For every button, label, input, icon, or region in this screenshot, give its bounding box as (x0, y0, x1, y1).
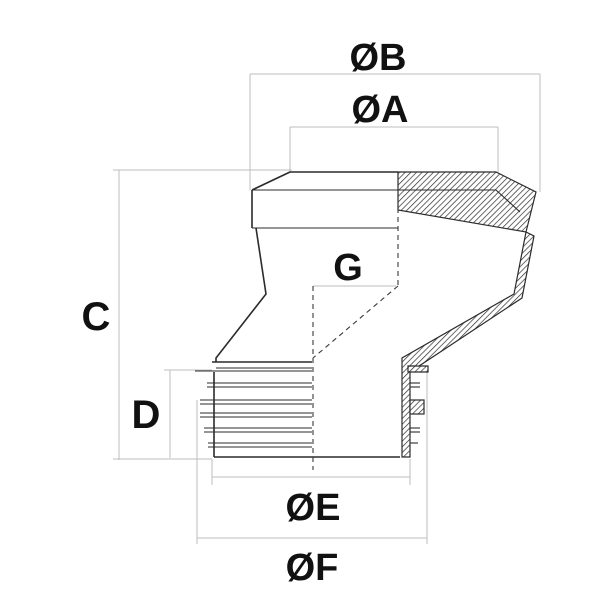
sealing-fins (195, 370, 312, 448)
seal-ring-section (409, 399, 425, 415)
top-outlet-section (397, 171, 537, 233)
top-outlet-inner-line (398, 189, 521, 213)
collar-top-edge (251, 171, 398, 191)
part-outline (195, 171, 537, 458)
side-wall-section (401, 231, 535, 458)
label-dim-c: C (82, 295, 111, 339)
hidden-lines (312, 172, 399, 470)
label-dim-e: ØE (286, 487, 341, 529)
right-fin-stubs (410, 382, 420, 444)
flange-section (407, 365, 429, 373)
label-dim-d: D (132, 393, 161, 437)
label-dim-a: ØA (352, 89, 409, 131)
label-dim-g: G (333, 247, 363, 289)
dimension-labels: ØB ØA G C D ØE ØF (82, 37, 409, 589)
label-dim-b: ØB (350, 37, 407, 79)
label-dim-f: ØF (286, 547, 339, 589)
body-left-edge (215, 227, 267, 362)
offset-diagonal (312, 285, 399, 359)
dimension-lines (113, 73, 541, 544)
